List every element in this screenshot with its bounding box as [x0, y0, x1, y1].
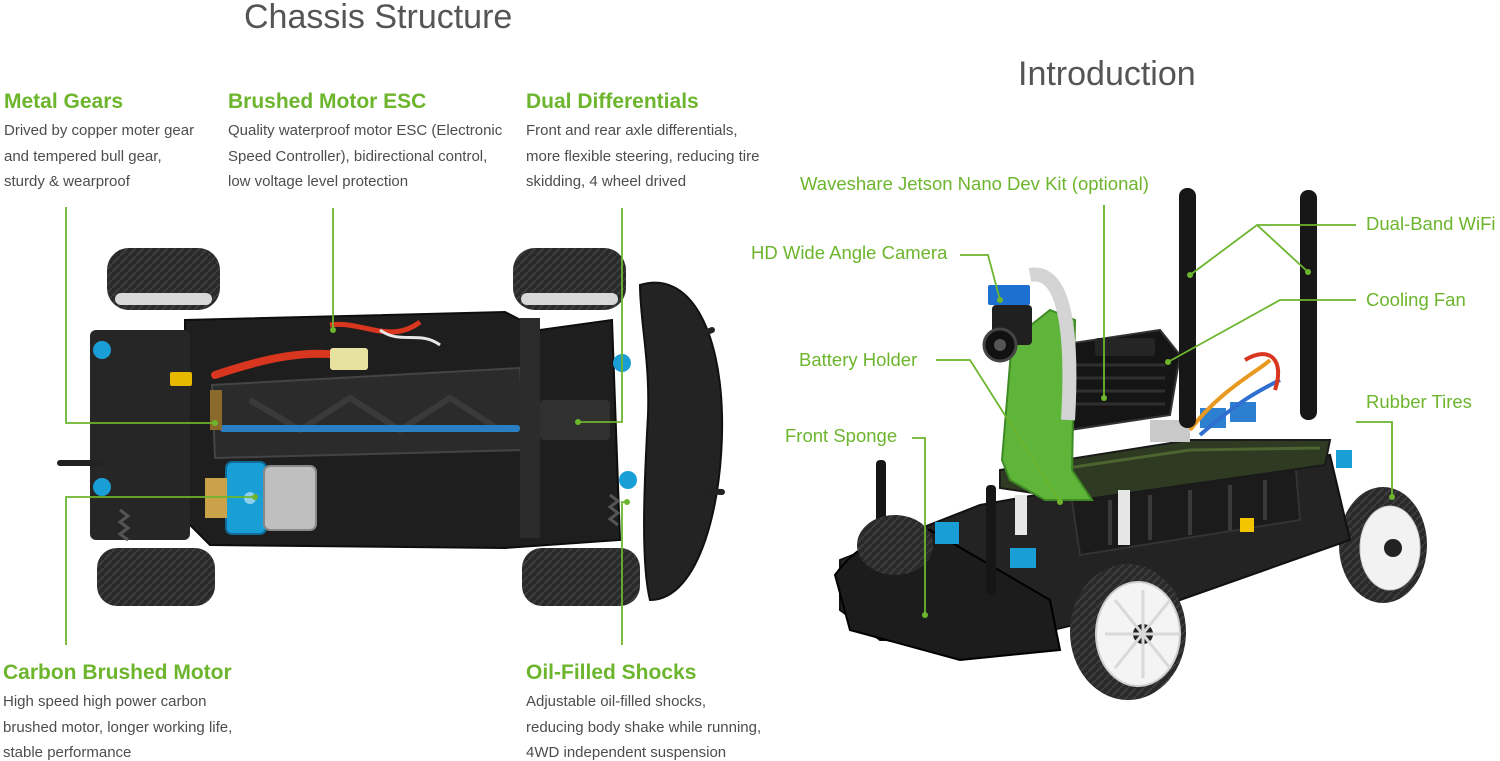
feature-line: and tempered bull gear, [4, 147, 162, 165]
feature-title: Carbon Brushed Motor [3, 661, 232, 684]
feature-line: brushed motor, longer working life, [3, 718, 233, 736]
wifi-antenna [1179, 188, 1196, 428]
feature-carbon-brushed-motor: Carbon Brushed Motor High speed high pow… [3, 660, 232, 761]
feature-line: Adjustable oil-filled shocks, [526, 693, 707, 710]
camera [982, 285, 1032, 363]
feature-title: Metal Gears [4, 90, 124, 113]
feature-line: reducing body shake while running, [526, 718, 762, 736]
tire [1070, 564, 1186, 700]
chassis-top-view [57, 248, 725, 606]
robot-car-view [833, 188, 1427, 700]
label-cooling-fan: Cooling Fan [1366, 289, 1466, 310]
feature-title: Oil-Filled Shocks [526, 661, 697, 684]
rear-frame [90, 330, 190, 540]
front-bumper [638, 281, 724, 602]
feature-line: sturdy & wearproof [4, 173, 130, 190]
label-front-sponge: Front Sponge [785, 425, 898, 446]
feature-line: skidding, 4 wheel drived [526, 173, 687, 190]
feature-line: Front and rear axle differentials, [526, 122, 738, 139]
feature-dual-differentials: Dual Differentials Front and rear axle d… [526, 89, 759, 195]
tire [513, 248, 626, 310]
feature-line: Drived by copper moter gear [4, 122, 195, 139]
feature-brushed-motor-esc: Brushed Motor ESC Quality waterproof mot… [228, 89, 502, 195]
label-rubber-tires: Rubber Tires [1366, 391, 1472, 412]
label-battery-holder: Battery Holder [799, 349, 918, 370]
gear [210, 390, 222, 430]
feature-metal-gears: Metal Gears Drived by copper moter gear … [4, 89, 194, 195]
feature-line: 4WD independent suspension [526, 744, 727, 761]
feature-title: Dual Differentials [526, 90, 699, 113]
tire [1339, 487, 1427, 603]
chassis-structure-title: Chassis Structure [244, 0, 513, 36]
feature-line: more flexible steering, reducing tire [526, 147, 760, 165]
wifi-antenna [1300, 190, 1317, 420]
introduction-title: Introduction [1018, 55, 1196, 93]
feature-line: Speed Controller), bidirectional control… [228, 147, 488, 165]
label-dual-band-wifi: Dual-Band WiFi [1366, 213, 1496, 234]
feature-line: Quality waterproof motor ESC (Electronic [228, 122, 503, 139]
feature-line: High speed high power carbon [3, 693, 207, 710]
tire [107, 248, 220, 310]
drive-shaft [220, 425, 520, 432]
label-jetson-nano-dev-kit: Waveshare Jetson Nano Dev Kit (optional) [800, 173, 1149, 194]
tire [97, 548, 215, 606]
feature-line: low voltage level protection [228, 173, 409, 190]
label-hd-wide-angle-camera: HD Wide Angle Camera [751, 242, 948, 263]
feature-title: Brushed Motor ESC [228, 90, 427, 113]
callout-lines-car [912, 205, 1393, 615]
feature-oil-filled-shocks: Oil-Filled Shocks Adjustable oil-filled … [526, 660, 761, 761]
connector [330, 348, 368, 370]
feature-line: stable performance [3, 744, 132, 761]
tire [522, 548, 640, 606]
motor [205, 461, 317, 535]
